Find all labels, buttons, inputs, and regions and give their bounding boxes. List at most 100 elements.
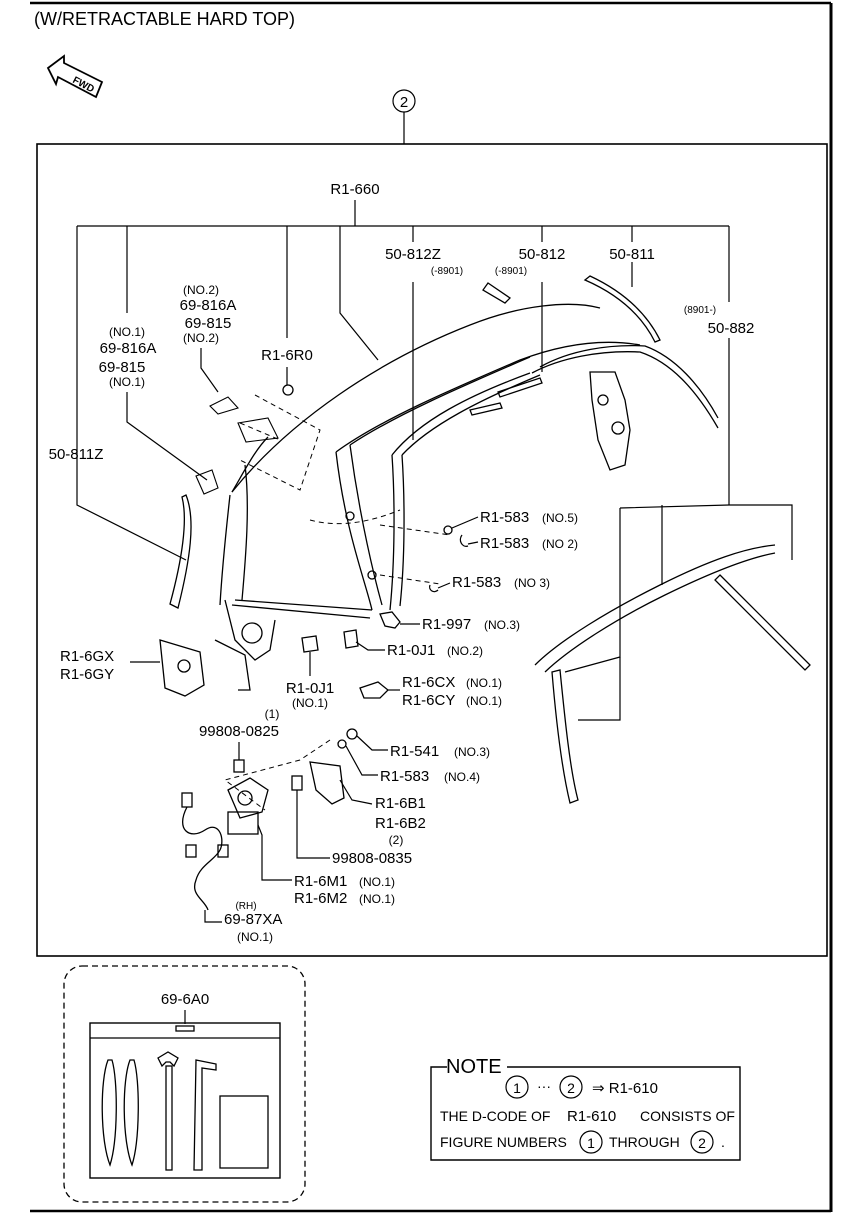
motor-icon (227, 777, 269, 835)
note-circle-2-label: 2 (567, 1080, 575, 1096)
label-r1-997: R1-997 (422, 616, 471, 633)
leader-r1-583-no4 (345, 745, 378, 776)
note-dots: ··· (537, 1078, 551, 1094)
tool-kit-bag (89, 1022, 281, 1179)
label-no2-b: (NO.2) (183, 331, 219, 345)
label-69-815-no2: 69-815 (185, 315, 232, 332)
weatherstrip-detail (534, 504, 811, 804)
note-r1-0j1-no2: (NO.2) (447, 644, 483, 658)
note-line2-a: THE D-CODE OF (440, 1108, 550, 1124)
label-r1-6gy: R1-6GY (60, 666, 114, 683)
note-r1-541: (NO.3) (454, 745, 490, 759)
note-r1-6cy: (NO.1) (466, 694, 502, 708)
note-circle-1 (505, 1075, 529, 1099)
bracket-icon (159, 639, 205, 697)
page-title: (W/RETRACTABLE HARD TOP) (34, 9, 295, 29)
note-r1-6b2: (2) (389, 833, 404, 847)
note-circle-2b-label: 2 (698, 1135, 706, 1151)
note-arrow-text: ⇒ R1-610 (592, 1080, 658, 1097)
label-69-816a-no1: 69-816A (100, 340, 157, 357)
label-69-816a-no2: 69-816A (180, 297, 237, 314)
manual-icon (219, 1095, 269, 1169)
leader-69-87xa (204, 910, 222, 923)
note-r1-583-no4: (NO.4) (444, 770, 480, 784)
label-r1-6m1: R1-6M1 (294, 873, 347, 890)
note-r1-997: (NO.3) (484, 618, 520, 632)
label-69-87xa: 69-87XA (224, 911, 282, 928)
label-50-882: 50-882 (708, 320, 755, 337)
leader-99808-0835 (296, 790, 330, 859)
note-line3-end: . (721, 1134, 725, 1150)
note-r1-583-no2: (NO 2) (542, 537, 578, 551)
wire-harness-icon (181, 792, 229, 911)
note-circle-1-label: 1 (513, 1080, 521, 1096)
note-heading: NOTE (446, 1056, 502, 1078)
leader-r1-583-no3 (437, 582, 451, 589)
leader-r1-541 (356, 735, 388, 751)
label-r1-0j1-no1: R1-0J1 (286, 680, 334, 697)
note-r1-6cx: (NO.1) (466, 676, 502, 690)
note-69-87xa: (NO.1) (237, 930, 273, 944)
bolt-hole-icon (177, 659, 191, 673)
note-circle-2b (690, 1130, 714, 1154)
note-r1-6m2: (NO.1) (359, 892, 395, 906)
leader-r1-0j1-no2 (355, 641, 385, 651)
label-r1-541: R1-541 (390, 743, 439, 760)
nut-icon (346, 728, 358, 740)
label-r1-6cy: R1-6CY (402, 692, 455, 709)
note-line3-a: FIGURE NUMBERS (440, 1134, 567, 1150)
clip-icon (443, 525, 453, 535)
note-line3-b: THROUGH (609, 1134, 680, 1150)
bag-handle-icon (175, 1025, 195, 1032)
bolt-icon (233, 759, 245, 773)
leader-r1-6b1 (339, 779, 373, 805)
label-69-815-no1: 69-815 (99, 359, 146, 376)
assembly-dash (223, 739, 331, 811)
label-99808-0835: 99808-0835 (332, 850, 412, 867)
label-no1-a: (NO.1) (109, 325, 145, 339)
wrench-icon (157, 1051, 179, 1171)
leader-r1-583-no2 (467, 541, 479, 545)
leader-50-811z (76, 226, 187, 561)
label-50-811z: 50-811Z (49, 446, 104, 463)
leader-r1-583-no5 (451, 516, 479, 529)
forward-arrow-icon: FWD (46, 54, 104, 99)
note-50-812z: (-8901) (431, 266, 463, 277)
label-r1-0j1-no2: R1-0J1 (387, 642, 435, 659)
hardtop-assembly (169, 275, 719, 691)
label-no2-a: (NO.2) (183, 283, 219, 297)
note-50-882: (8901-) (684, 305, 716, 316)
note-line2-c: CONSISTS OF (640, 1108, 735, 1124)
note-circle-2 (559, 1075, 583, 1099)
label-r1-6gx: R1-6GX (60, 648, 114, 665)
leader-69-816a-no2 (200, 348, 219, 393)
label-r1-583-no2: R1-583 (480, 535, 529, 552)
note-99808-0825: (1) (265, 707, 280, 721)
note-r1-583-no3: (NO 3) (514, 576, 550, 590)
hex-key-icon (193, 1059, 217, 1171)
note-circle-1b-label: 1 (587, 1135, 595, 1151)
label-no1-b: (NO.1) (109, 375, 145, 389)
group-number: 2 (400, 94, 408, 111)
label-50-812: 50-812 (519, 246, 566, 263)
clip-icon (343, 629, 359, 649)
label-50-812z: 50-812Z (385, 246, 441, 263)
main-frame (36, 143, 828, 957)
label-99808-0825: 99808-0825 (199, 723, 279, 740)
tool-kit-frame (63, 965, 306, 1203)
label-r1-583-no5: R1-583 (480, 509, 529, 526)
clip-icon (337, 739, 347, 749)
label-r1-660: R1-660 (330, 181, 379, 198)
note-r1-0j1-no1: (NO.1) (292, 696, 328, 710)
clip-icon (359, 681, 389, 699)
label-r1-6m2: R1-6M2 (294, 890, 347, 907)
label-r1-6b2: R1-6B2 (375, 815, 426, 832)
note-r1-583-no5: (NO.5) (542, 511, 578, 525)
leader-r1-6m1 (257, 824, 292, 881)
label-69-6a0: 69-6A0 (161, 991, 209, 1008)
label-r1-583-no4: R1-583 (380, 768, 429, 785)
strap-icon (101, 1059, 139, 1167)
clip-icon (428, 584, 439, 593)
leader-hardtop (339, 226, 379, 361)
